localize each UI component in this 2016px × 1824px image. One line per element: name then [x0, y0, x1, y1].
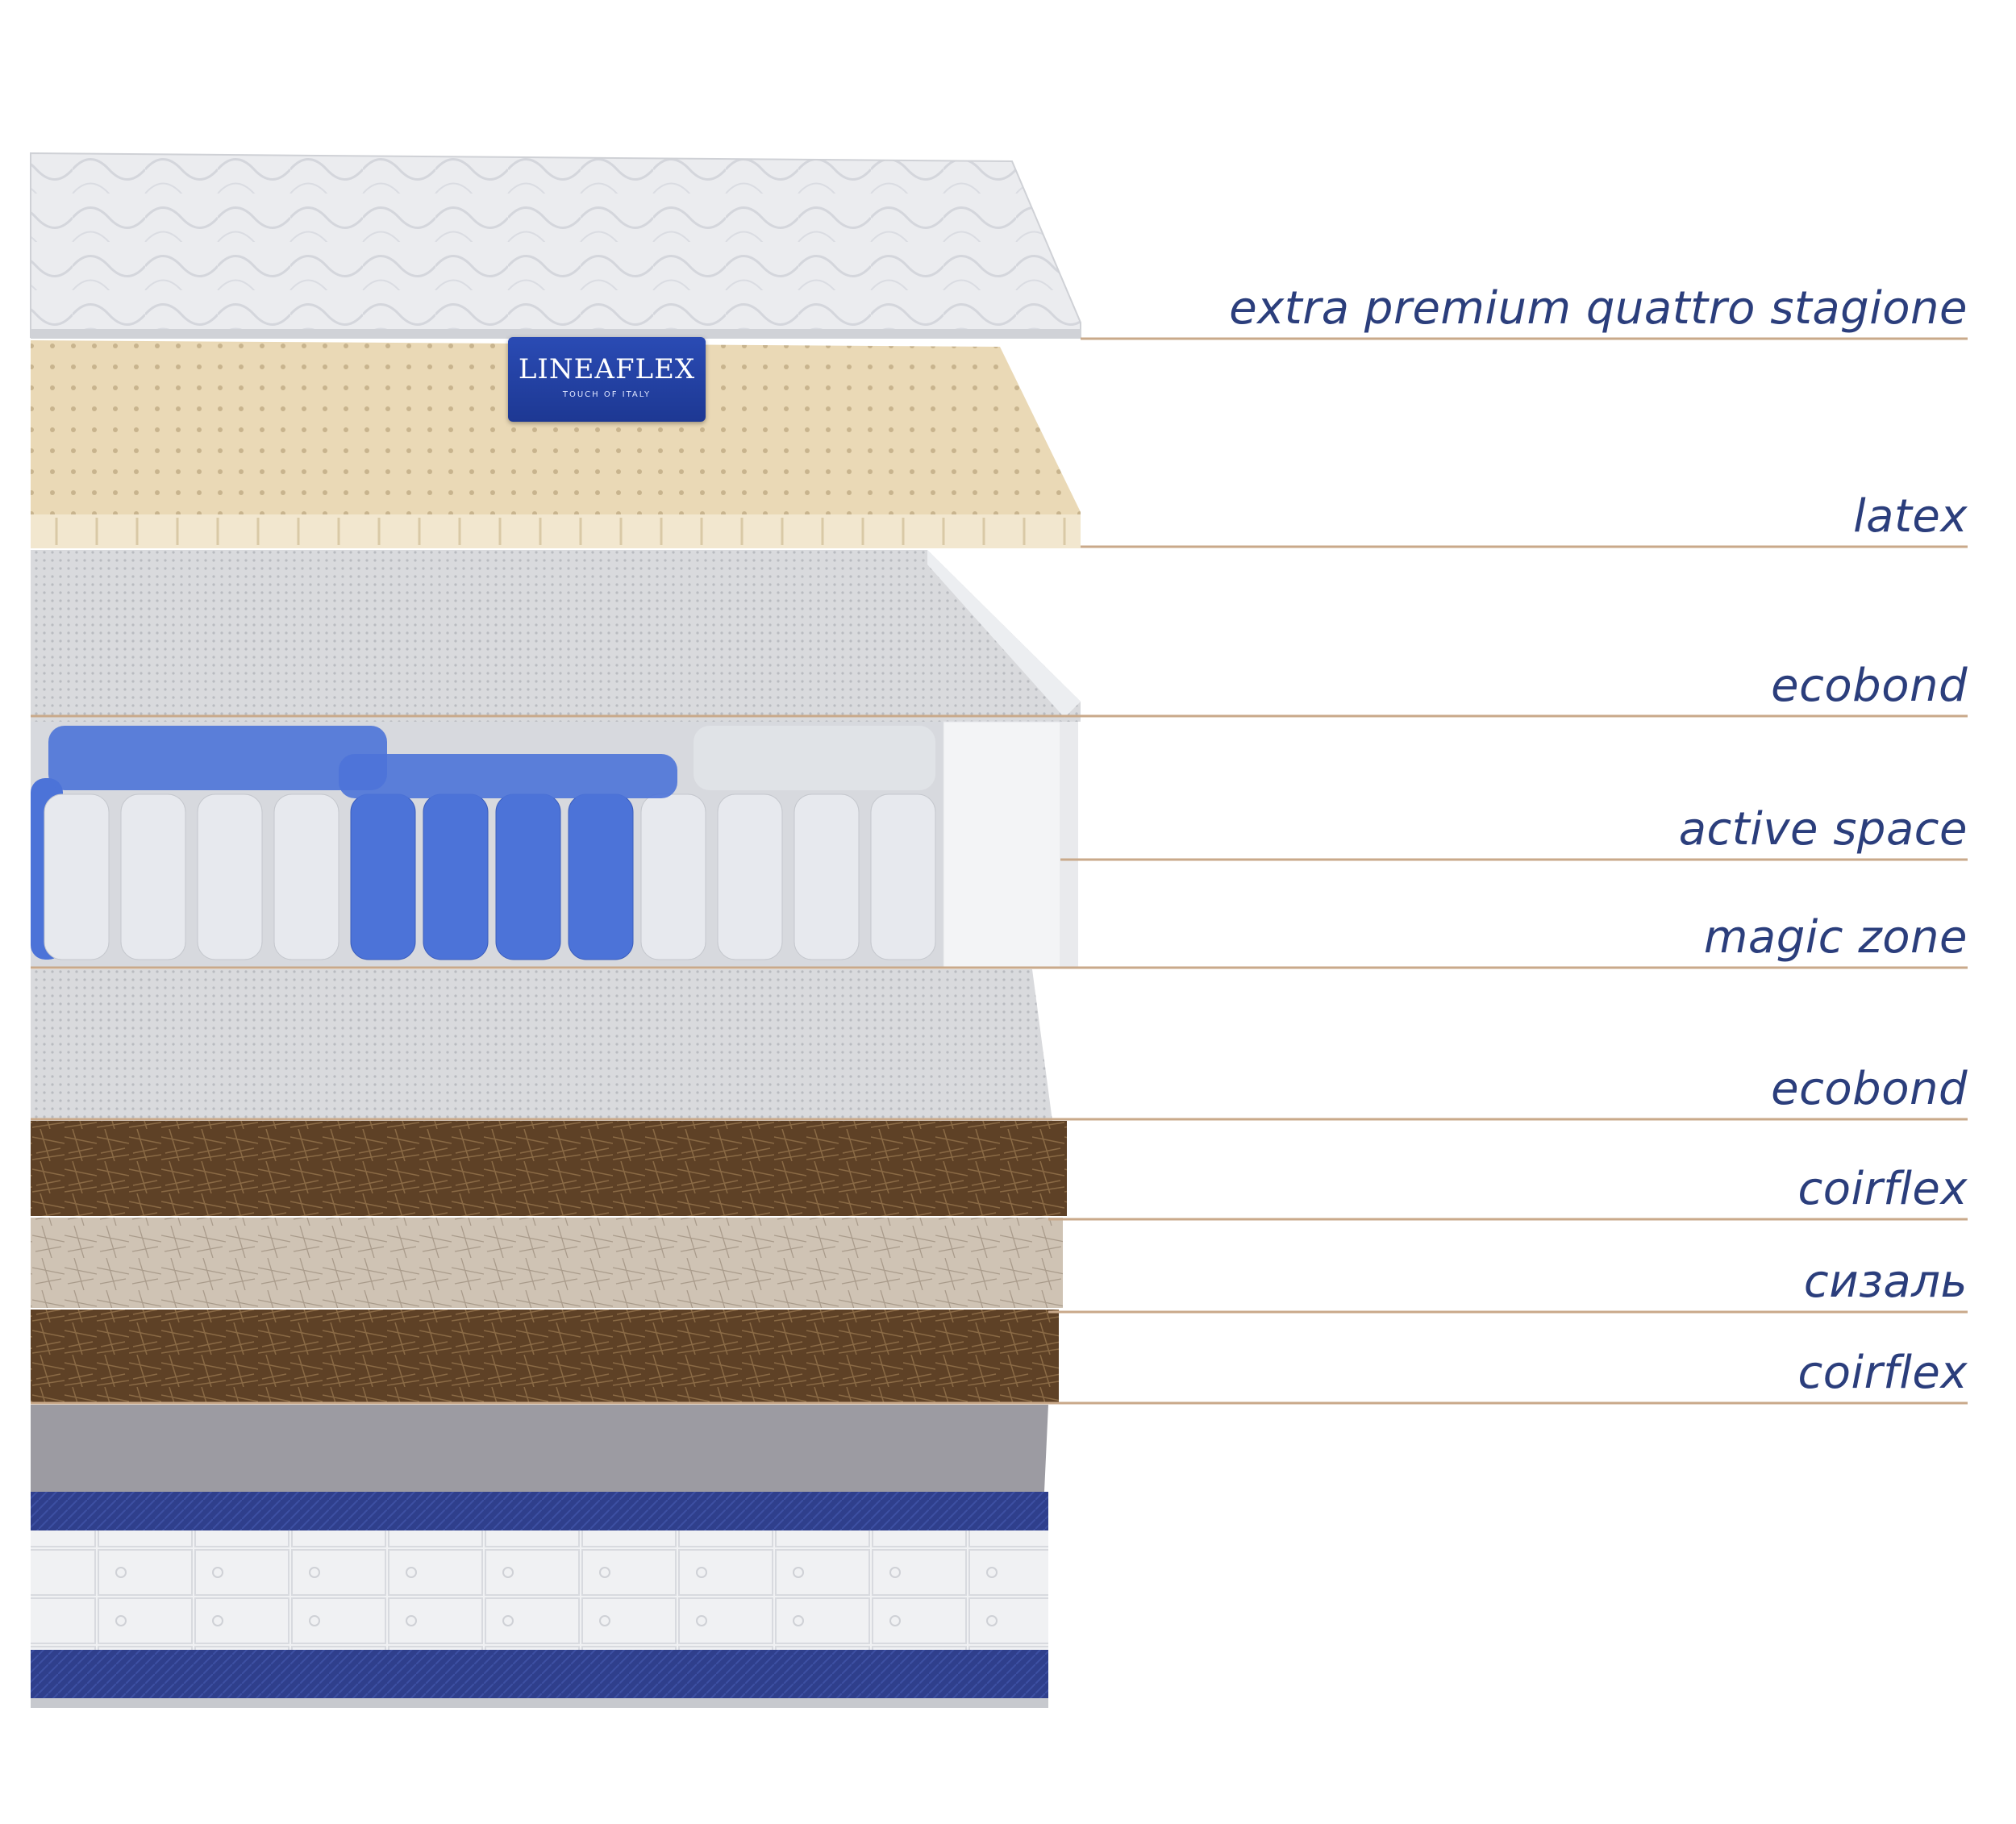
base-tray: [31, 1405, 1048, 1492]
navy-border-bottom: [31, 1650, 1048, 1698]
layer-label-latex: latex: [1853, 490, 1968, 543]
ecobond-bottom-layer: [31, 969, 1052, 1121]
layer-label-ecobond-top: ecobond: [1771, 660, 1968, 712]
latex-edge-marks: [55, 518, 1066, 545]
coirflex-layer-2: [31, 1310, 1059, 1402]
brand-name: LINEAFLEX: [518, 353, 696, 385]
ecobond-top-layer: [31, 550, 1081, 722]
layer-label-ecobond-bottom: ecobond: [1771, 1063, 1968, 1115]
coirflex-layer-1: [31, 1121, 1067, 1216]
latex-layer: [31, 340, 1081, 548]
side-cover-panel: [31, 1530, 1048, 1650]
layer-label-active-space: active space: [1678, 803, 1968, 856]
pocket-springs: [31, 726, 936, 960]
brand-tagline: TOUCH OF ITALY: [562, 390, 652, 399]
quilted-cover-layer: [30, 152, 1081, 338]
layer-label-cover: extra premium quattro stagione: [1229, 282, 1968, 335]
brand-tag: LINEAFLEX TOUCH OF ITALY: [508, 337, 706, 422]
layer-label-coirflex-1: coirflex: [1797, 1163, 1968, 1215]
sisal-layer: [31, 1218, 1063, 1308]
layer-label-sisal: сизаль: [1803, 1256, 1968, 1308]
navy-border-top: [31, 1492, 1048, 1530]
foam-border: [943, 721, 1061, 968]
layer-label-coirflex-2: coirflex: [1797, 1347, 1968, 1399]
layer-label-magic-zone: magic zone: [1703, 911, 1968, 964]
leader-lines: [31, 337, 1968, 1405]
